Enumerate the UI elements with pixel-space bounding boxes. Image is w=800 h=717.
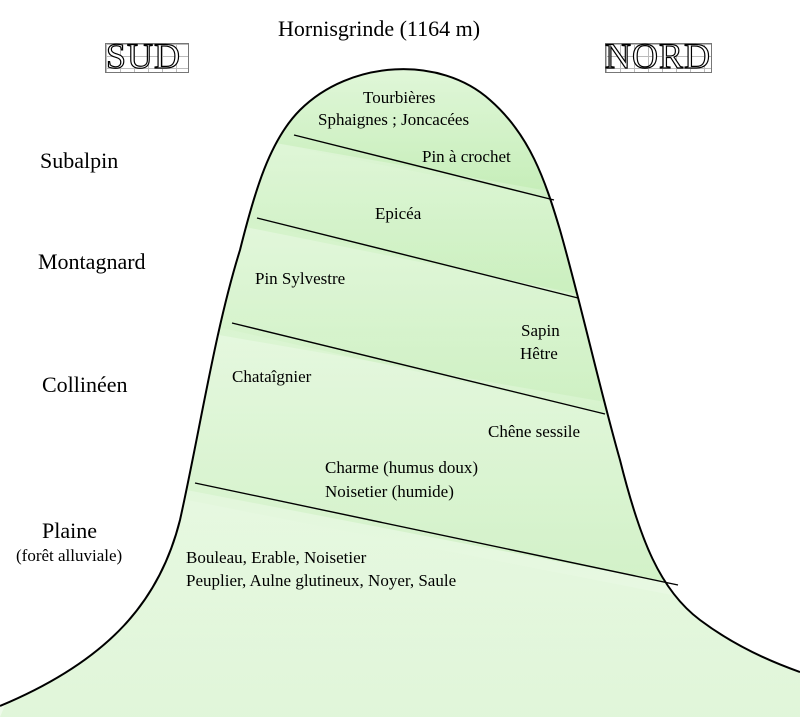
zone-montagnard: Montagnard <box>38 249 146 274</box>
zone-collineen: Collinéen <box>42 372 128 397</box>
label-pin-crochet: Pin à crochet <box>422 147 511 166</box>
label-tourbieres: Tourbières <box>363 88 436 107</box>
band-montagnard-lower-shade <box>200 218 610 415</box>
label-sapin: Sapin <box>521 321 560 340</box>
sud-grid-box <box>105 43 189 73</box>
boundary-line-2 <box>256 217 579 299</box>
label-peuplier: Peuplier, Aulne glutineux, Noyer, Saule <box>186 571 457 590</box>
zone-plaine-subtitle: (forêt alluviale) <box>16 546 123 565</box>
band-collineen-shade <box>150 323 680 585</box>
zone-subalpin: Subalpin <box>40 148 119 173</box>
boundary-line-3 <box>231 322 606 415</box>
label-epicea: Epicéa <box>375 204 422 223</box>
zone-plaine: Plaine <box>42 518 97 543</box>
boundary-line-4 <box>194 482 679 586</box>
label-chene-sessile: Chêne sessile <box>488 422 581 441</box>
mountain-outline <box>0 68 800 707</box>
label-pin-sylvestre: Pin Sylvestre <box>255 269 346 288</box>
nord-label: NORD <box>604 36 712 76</box>
label-noisetier-humide: Noisetier (humide) <box>325 482 454 501</box>
label-chataignier: Chataîgnier <box>232 367 312 386</box>
sud-label: SUD <box>105 36 182 76</box>
diagram-title: Hornisgrinde (1164 m) <box>278 16 481 41</box>
nord-grid-box <box>605 43 712 73</box>
label-sphaignes: Sphaignes ; Joncacées <box>318 110 470 129</box>
band-montagnard-upper-shade <box>230 135 600 300</box>
label-hetre: Hêtre <box>520 344 558 363</box>
band-plaine-shade <box>0 483 800 717</box>
label-charme: Charme (humus doux) <box>325 458 478 477</box>
label-bouleau: Bouleau, Erable, Noisetier <box>186 548 367 567</box>
boundary-line-1 <box>293 134 555 201</box>
